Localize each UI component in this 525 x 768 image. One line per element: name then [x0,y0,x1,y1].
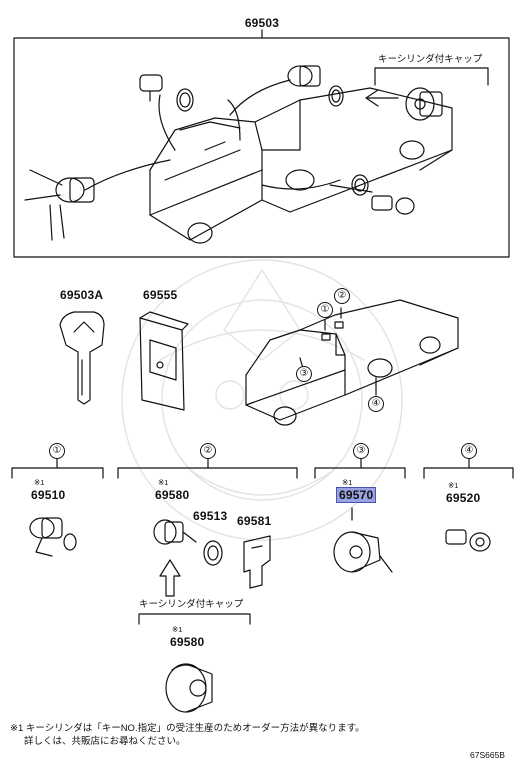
label-cap-bottom: キーシリンダ付キャップ [139,599,244,610]
cylinder-2-drawing [154,520,196,544]
kit-arrows [85,80,372,192]
cylinder-4-drawing [446,530,490,551]
callout-2-truck: ② [334,288,350,304]
label-cap-cylinder[interactable]: 69580 [170,635,205,649]
mark-cyl-1: ※1 [34,478,45,487]
callout-4-group: ④ [461,443,477,459]
key-blank-drawing [60,312,104,404]
label-clip-2[interactable]: 69581 [237,514,272,528]
label-gasket-2[interactable]: 69513 [193,509,228,523]
kit-gasket-bottom [352,175,368,195]
watermark [122,260,402,540]
kit-ignition-with-keys [25,170,94,240]
detail-truck-drawing [246,300,458,425]
label-kit-main[interactable]: 69503 [244,16,280,30]
mark-cyl-3: ※1 [342,478,353,487]
clip-2-drawing [244,536,270,588]
footnote-line-1: ※1 キーシリンダは「キーNO.指定」の受注生産のためオーダー方法が異なります。 [10,723,365,734]
callout-3-group: ③ [353,443,369,459]
diagram-code: 67S665B [470,750,505,760]
kit-rear-cylinder [372,196,414,214]
gasket-2-drawing [204,541,222,565]
callout-4-truck: ④ [368,396,384,412]
callout-1-truck: ① [317,302,333,318]
label-cylinder-4[interactable]: 69520 [446,491,481,505]
mark-cyl-4: ※1 [448,481,459,490]
kit-cylinder-top-right [288,66,320,86]
footnote-line-2: 詳しくは、共販店にお尋ねください。 [24,736,186,747]
bracket-group-4 [424,468,513,478]
mark-cap-cyl: ※1 [172,625,183,634]
kit-gasket-right [329,86,343,106]
cylinder-3-drawing [334,508,392,572]
cap-arrow-bottom [160,560,180,596]
label-key-case[interactable]: 69555 [143,288,178,302]
bracket-group-1 [12,468,103,478]
cap-cylinder-drawing [166,664,212,712]
label-key-blank[interactable]: 69503A [60,288,104,302]
mark-cyl-2: ※1 [158,478,169,487]
callout-3-truck: ③ [296,366,312,382]
cap-bracket-top [375,68,488,85]
label-cylinder-2[interactable]: 69580 [155,488,190,502]
cylinder-1-drawing [30,518,76,556]
bracket-group-3 [315,468,405,478]
kit-cap-cylinder [406,88,442,120]
callout-2-group: ② [200,443,216,459]
cap-bracket-bottom [139,614,250,624]
key-case-drawing [140,312,188,410]
label-cylinder-3-highlighted[interactable]: 69570 [335,487,377,503]
label-cylinder-1[interactable]: 69510 [31,488,66,502]
kit-frame [14,38,509,257]
kit-door-cylinder-left [140,75,162,101]
cap-arrow-top [366,90,398,106]
callout-1-group: ① [49,443,65,459]
kit-truck-drawing [150,88,452,243]
kit-gasket-top [177,89,193,111]
label-cap-top: キーシリンダ付キャップ [378,54,483,65]
